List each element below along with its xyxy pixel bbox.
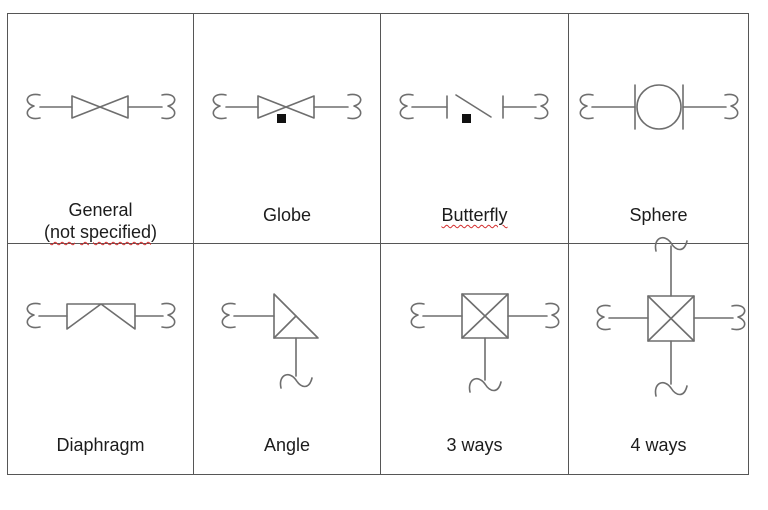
- three-way-valve-symbol-icon: [410, 293, 560, 393]
- cell-label: Angle: [263, 435, 311, 455]
- cell-label-three-ways: 3 ways: [381, 434, 568, 456]
- cell-label: Sphere: [629, 205, 688, 225]
- cell-label-general: General (not specified): [8, 199, 193, 243]
- cell-butterfly-valve: Butterfly: [381, 14, 569, 244]
- cell-four-way-valve: 4 ways: [569, 236, 748, 474]
- globe-valve-symbol-icon: [212, 93, 362, 123]
- cell-globe-valve: Globe: [194, 14, 381, 244]
- cell-label: Globe: [262, 205, 312, 225]
- cell-label: General: [68, 200, 133, 220]
- cell-label-angle: Angle: [194, 434, 380, 456]
- cell-label: 4 ways: [630, 435, 687, 455]
- angle-valve-symbol-icon: [221, 293, 319, 389]
- cell-label: Diaphragm: [56, 435, 145, 455]
- valve-symbol-table: General (not specified) Globe: [7, 13, 749, 475]
- cell-sublabel: (not specified): [43, 222, 158, 242]
- cell-label-sphere: Sphere: [569, 204, 748, 226]
- cell-label-globe: Globe: [194, 204, 380, 226]
- cell-angle-valve: Angle: [194, 244, 381, 474]
- cell-general-valve: General (not specified): [8, 14, 194, 244]
- general-valve-symbol-icon: [26, 93, 176, 120]
- diaphragm-valve-symbol-icon: [26, 302, 176, 330]
- cell-label-four-ways: 4 ways: [569, 434, 748, 456]
- cell-label: 3 ways: [446, 435, 503, 455]
- cell-diaphragm-valve: Diaphragm: [8, 244, 194, 474]
- four-way-valve-symbol-icon: [596, 236, 746, 397]
- sphere-valve-symbol-icon: [579, 84, 739, 130]
- butterfly-valve-symbol-icon: [399, 93, 549, 123]
- cell-three-way-valve: 3 ways: [381, 244, 569, 474]
- cell-label: Butterfly: [441, 205, 508, 225]
- cell-label-diaphragm: Diaphragm: [8, 434, 193, 456]
- cell-sphere-valve: Sphere: [569, 14, 748, 244]
- cell-label-butterfly: Butterfly: [381, 204, 568, 226]
